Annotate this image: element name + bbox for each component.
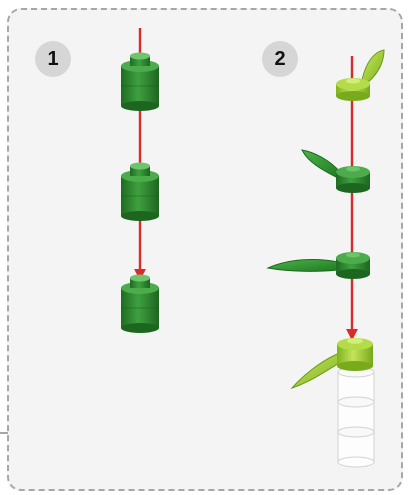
ghost-brick-stack [337, 366, 375, 468]
round-brick-icon [121, 52, 159, 111]
round-brick-icon [121, 274, 159, 333]
panel-edge-tick [0, 432, 8, 434]
leaf-plate-icon [266, 252, 370, 279]
leaf-plate-icon [301, 149, 370, 193]
step-2-badge: 2 [262, 41, 298, 77]
step-2-assembly [266, 49, 385, 468]
leaf-plate-icon [290, 338, 373, 390]
leaf-plate-icon [336, 49, 385, 101]
step-1-assembly [121, 28, 159, 333]
round-brick-icon [121, 162, 159, 221]
step-1-badge: 1 [35, 41, 71, 77]
